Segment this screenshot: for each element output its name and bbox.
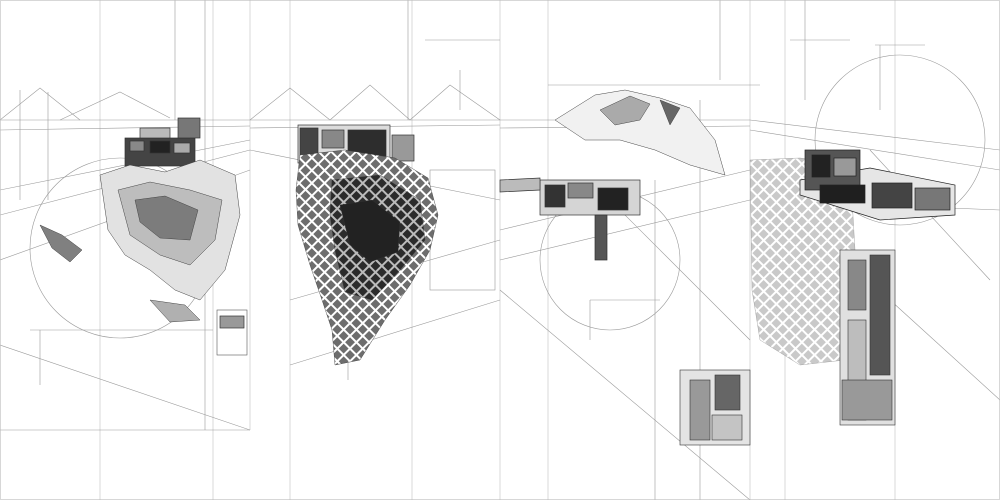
panel-4-section-strip — [839, 249, 896, 426]
panel-1-linework — [0, 0, 251, 431]
panel-2-hatched-mass — [295, 149, 439, 366]
panel-3-section-strip — [679, 369, 751, 446]
panel-3-mountain — [554, 89, 726, 176]
panel-3-building — [499, 177, 641, 261]
panel-1-building — [124, 117, 245, 329]
panel-4-linework — [749, 0, 1000, 401]
panel-1-terrain — [39, 159, 241, 323]
panel-4-building — [799, 149, 956, 221]
